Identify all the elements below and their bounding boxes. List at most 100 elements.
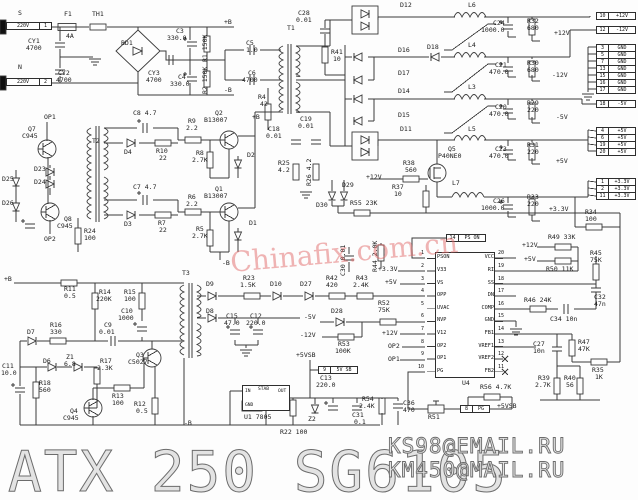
label-d1: D1 — [249, 219, 257, 227]
label-l7: L7 — [452, 179, 460, 187]
connector-pin-number: 7 — [597, 59, 609, 65]
ic-pin-op1: OP1 — [437, 355, 447, 362]
label--b: -B — [222, 259, 230, 267]
ic-sg6105 — [435, 252, 495, 378]
connector-pin-number: 3 — [597, 45, 609, 51]
label-22: 22 — [159, 154, 167, 162]
label-r42: R42 — [326, 274, 338, 282]
connector-net-label: +5V — [617, 128, 627, 134]
label-d10: D10 — [270, 280, 282, 288]
label-q8: Q8 — [64, 215, 72, 223]
label-c20: C20 — [495, 103, 507, 111]
label-0.1: 0.1 — [354, 418, 366, 426]
connector-net-label: +12V — [615, 13, 629, 19]
ic-pin-dn: DN — [487, 292, 494, 299]
label-r23: R23 — [243, 274, 255, 282]
connector-net-label: GND — [617, 59, 627, 65]
label-d23: D23 — [34, 165, 46, 173]
ic-pin-number-4: 4 — [420, 288, 424, 295]
ic-pin-ri: RI — [487, 266, 494, 273]
label-d17: D17 — [398, 69, 410, 77]
ic-pin-number-2: 2 — [420, 262, 424, 269]
label-c7-4.7: C7 4.7 — [133, 183, 157, 191]
ic-pin-number-15: 15 — [498, 313, 505, 320]
label-75k: 75K — [590, 256, 602, 264]
label-22: 22 — [159, 226, 167, 234]
ic-pin-vref2: VREF2 — [478, 355, 494, 362]
label-d3: D3 — [124, 220, 132, 228]
label-220: 220 — [527, 106, 539, 114]
label-4a: 4A — [66, 32, 74, 40]
label-100k: 100K — [335, 347, 351, 355]
label-z1: Z1 — [66, 353, 74, 361]
ic-pin-number-3: 3 — [420, 275, 424, 282]
ic-pin-gnd: GND — [484, 317, 494, 324]
label-+3.3v: +3.3V — [549, 205, 569, 213]
label-b13007: B13007 — [204, 116, 228, 124]
label-d15: D15 — [398, 111, 410, 119]
label-330.0: 330.0 — [170, 80, 190, 88]
label-c36: C36 — [403, 399, 415, 407]
label-c8-4.7: C8 4.7 — [133, 109, 157, 117]
label-r9: R9 — [188, 117, 196, 125]
label-op2: OP2 — [388, 342, 400, 350]
label-r16: R16 — [50, 321, 62, 329]
label-220.0: 220.0 — [246, 319, 266, 327]
connector-pin-number: 19 — [597, 142, 609, 148]
label--12v: -12V — [552, 71, 568, 79]
label-r17: R17 — [100, 357, 112, 365]
label-c18: C18 — [268, 125, 280, 133]
label-d7: D7 — [27, 328, 35, 336]
label-+5vsb: +5VSB — [296, 351, 316, 359]
regulator-u1-7805 — [242, 385, 290, 411]
label-r37: R37 — [392, 183, 404, 191]
label-r51: R51 — [428, 413, 440, 421]
label-r30: R30 — [527, 59, 539, 67]
label-47n: 47n — [594, 300, 606, 308]
ic-pin-number-16: 16 — [498, 300, 505, 307]
label-c4: C4 — [178, 73, 186, 81]
label-r18: R18 — [39, 379, 51, 387]
label-d11: D11 — [400, 125, 412, 133]
label-r22-100: R22 100 — [280, 428, 308, 436]
label-r10: R10 — [156, 147, 168, 155]
label-r33: R33 — [527, 193, 539, 201]
label-330: 330 — [50, 328, 62, 336]
label-u4: U4 — [462, 379, 470, 387]
ic-pin-nvp: NVP — [437, 317, 447, 324]
label-r29: R29 — [527, 99, 539, 107]
connector-pin-number: 14 — [447, 235, 459, 241]
label-c23: C23 — [495, 145, 507, 153]
label-c26: C26 — [493, 197, 505, 205]
label-r39: R39 — [538, 374, 550, 382]
label-r11: R11 — [64, 285, 76, 293]
regulator-pin-gnd: GND — [245, 403, 254, 408]
connector-pin-number: 11 — [597, 193, 609, 199]
connector-net-label: -5V — [617, 101, 627, 107]
email-address-1: KS98@EMAIL.RU — [388, 434, 566, 459]
label-0.5: 0.5 — [136, 407, 148, 415]
label-r38: R38 — [403, 159, 415, 167]
ic-pin-uvac: UVAC — [437, 304, 450, 311]
regulator-pin-stab: STAB — [258, 387, 270, 392]
label-c945: C945 — [57, 222, 73, 230]
label-+b: +B — [224, 18, 232, 26]
label-4700: 4700 — [146, 76, 162, 84]
connector-net-label: GND — [617, 73, 627, 79]
label-c21: C21 — [495, 61, 507, 69]
label-4700: 4700 — [242, 76, 258, 84]
label-0.01: 0.01 — [266, 132, 282, 140]
label-4.2: 4.2 — [278, 166, 290, 174]
label-d14: D14 — [398, 87, 410, 95]
ic-pin-comp: COMP — [481, 304, 495, 311]
label-680: 680 — [527, 24, 539, 32]
label-470.0: 470.0 — [489, 152, 509, 160]
label-1000.0: 1000.0 — [481, 26, 505, 34]
label-t2: T2 — [92, 137, 100, 145]
label-+b: +B — [4, 275, 12, 283]
label-l5: L5 — [468, 125, 476, 133]
